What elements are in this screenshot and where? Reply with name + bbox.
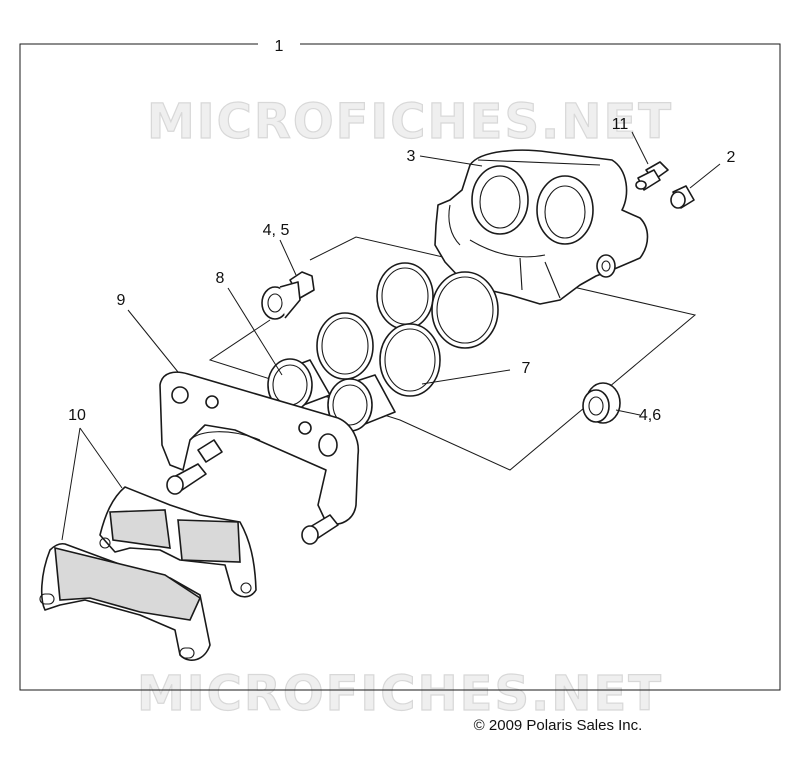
piston-seals — [316, 262, 499, 397]
watermark-top: MICROFICHES.NET — [147, 94, 673, 150]
callout-1: 1 — [275, 38, 284, 55]
kit-outline — [208, 236, 697, 471]
callout-4-6: 4,6 — [639, 407, 661, 424]
bleeder-screw — [635, 161, 669, 191]
leader-lines — [61, 131, 721, 541]
bleeder-cap — [670, 185, 695, 209]
copyright-text: © 2009 Polaris Sales Inc. — [474, 717, 643, 734]
brake-pad-outer — [39, 542, 211, 661]
pin-boot-lower — [582, 382, 621, 424]
callout-2: 2 — [727, 149, 736, 166]
assembly-frame — [19, 43, 781, 691]
watermark-bottom: MICROFICHES.NET — [137, 666, 663, 722]
brake-pad-inner — [99, 486, 257, 598]
callout-7: 7 — [522, 360, 531, 377]
guide-pins — [166, 439, 339, 545]
callout-8: 8 — [216, 270, 225, 287]
callout-9: 9 — [117, 292, 126, 309]
pin-boot-upper — [261, 271, 315, 320]
callout-10: 10 — [68, 407, 86, 424]
callout-11: 11 — [612, 116, 629, 133]
callout-3: 3 — [407, 148, 416, 165]
caliper-body — [434, 149, 649, 305]
mounting-bracket — [159, 371, 360, 525]
callout-4-5: 4, 5 — [263, 222, 290, 239]
